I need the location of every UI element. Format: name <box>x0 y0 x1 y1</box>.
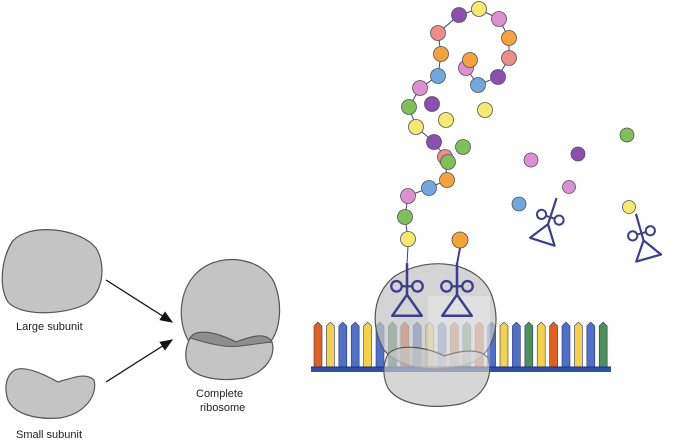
mrna-base <box>524 321 534 369</box>
mrna-base <box>313 321 323 369</box>
mrna-base <box>326 321 335 369</box>
mrna-base-tooth <box>586 321 596 369</box>
mrna-base <box>549 321 558 369</box>
mrna-base <box>363 321 372 369</box>
mrna-base-tooth <box>326 321 335 369</box>
a-site-link <box>456 247 461 265</box>
amino-acid <box>400 188 416 204</box>
mrna-base <box>598 321 608 369</box>
small-subunit-label: Small subunit <box>16 429 82 441</box>
amino-acid <box>421 180 437 196</box>
mrna-base-tooth <box>549 321 558 369</box>
mrna-base-tooth <box>512 321 521 369</box>
amino-acid <box>451 7 467 23</box>
mrna-base-tooth <box>350 321 360 369</box>
mrna-base-tooth <box>536 321 546 369</box>
mrna-base <box>574 321 583 369</box>
amino-acid <box>400 231 416 247</box>
mrna-base-tooth <box>574 321 583 369</box>
amino-acid <box>440 154 456 170</box>
amino-acid <box>471 1 487 17</box>
chain-link <box>406 245 409 265</box>
amino-acid <box>501 30 517 46</box>
amino-acid <box>430 68 446 84</box>
amino-acid <box>455 139 471 155</box>
large-subunit <box>1 229 103 314</box>
amino-acid <box>439 172 455 188</box>
amino-acid <box>408 119 424 135</box>
mrna-base <box>350 321 360 369</box>
trna-shape <box>528 192 571 248</box>
trna-free-2 <box>621 208 663 263</box>
amino-acid <box>477 102 493 118</box>
small-subunit <box>5 368 96 419</box>
mrna-base-tooth <box>598 321 608 369</box>
free-amino-acid <box>619 127 635 143</box>
amino-acid <box>433 46 449 62</box>
amino-acid <box>501 50 517 66</box>
mrna-base-tooth <box>499 321 509 369</box>
complete-ribosome <box>180 258 281 381</box>
mrna-base-tooth <box>524 321 534 369</box>
charged-trna-amino-acid <box>622 200 636 214</box>
mrna-base-tooth <box>561 321 571 369</box>
trna-free-1 <box>528 192 571 248</box>
amino-acid <box>397 209 413 225</box>
amino-acid-a-site <box>451 231 469 249</box>
mrna-base <box>512 321 521 369</box>
polypeptide-chain <box>397 1 517 265</box>
mrna-base <box>586 321 596 369</box>
charged-trna-amino-acid <box>562 180 576 194</box>
amino-acid <box>470 77 486 93</box>
trna-shape <box>621 208 663 263</box>
free-amino-acid <box>570 146 586 162</box>
amino-acid <box>426 134 442 150</box>
ribosome-small-subunit <box>383 346 491 407</box>
free-amino-acid <box>523 152 539 168</box>
arrow-large-to-complete <box>105 279 174 323</box>
amino-acid <box>490 69 506 85</box>
large-subunit-label: Large subunit <box>16 321 83 333</box>
ribosome-site-highlight <box>428 296 490 366</box>
free-amino-acid <box>511 196 527 212</box>
amino-acid <box>401 99 417 115</box>
mrna-base <box>561 321 571 369</box>
amino-acid <box>412 80 428 96</box>
amino-acid <box>424 96 440 112</box>
mrna-base-tooth <box>313 321 323 369</box>
free-amino-acids <box>511 127 636 214</box>
amino-acid <box>438 112 454 128</box>
amino-acid <box>462 52 478 68</box>
amino-acid <box>491 11 507 27</box>
translating-ribosome <box>374 263 497 407</box>
mrna-base <box>338 321 348 369</box>
complete-ribosome-label-line2: ribosome <box>200 402 245 414</box>
complete-ribosome-label-line1: Complete <box>196 388 243 400</box>
amino-acid <box>430 25 446 41</box>
mrna-base <box>499 321 509 369</box>
arrow-small-to-complete <box>105 339 174 383</box>
mrna-base <box>536 321 546 369</box>
mrna-base-tooth <box>338 321 348 369</box>
mrna-base-tooth <box>363 321 372 369</box>
